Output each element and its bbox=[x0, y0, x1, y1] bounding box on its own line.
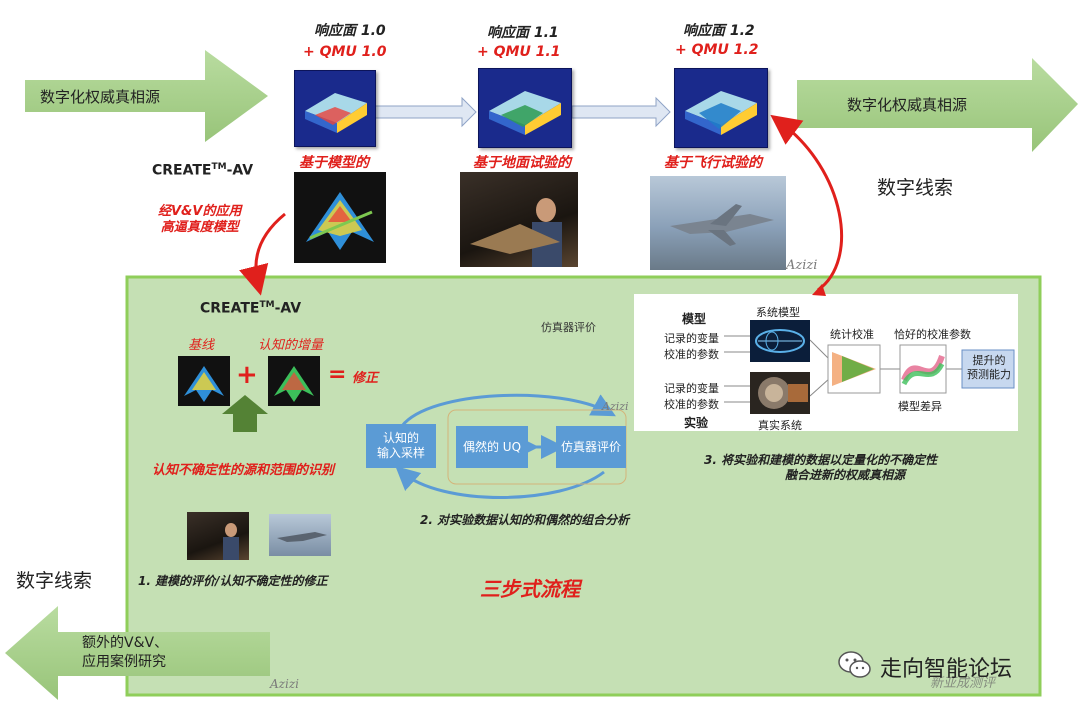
uncertainty-id-label: 认知不确定性的源和范围的识别 bbox=[152, 459, 334, 478]
stat-calibration-label: 统计校准 bbox=[830, 326, 874, 342]
simulator-eval-box: 仿真器评价 bbox=[556, 426, 626, 468]
bottom-arrow-label: 额外的V&V、 应用案例研究 bbox=[82, 634, 168, 672]
top-right-arrow-label: 数字化权威真相源 bbox=[847, 94, 967, 115]
model-discrepancy-label: 模型差异 bbox=[898, 398, 942, 414]
digital-thread-bottom: 数字线索 bbox=[16, 566, 92, 593]
improved-prediction-label: 提升的 预测能力 bbox=[964, 354, 1014, 382]
baseline-label: 基线 bbox=[188, 334, 214, 353]
system-model-label: 系统模型 bbox=[756, 304, 800, 320]
baseline-model-image bbox=[178, 356, 230, 406]
step1-label: 1. 建模的评价/认知不确定性的修正 bbox=[138, 572, 327, 589]
three-step-process-title: 三步式流程 bbox=[480, 573, 580, 602]
response-surface-plot-2 bbox=[478, 68, 572, 148]
stage3-qmu: + QMU 1.2 bbox=[675, 42, 758, 58]
stage3-basis: 基于飞行试验的 bbox=[664, 152, 762, 172]
watermark-3: Azizi bbox=[270, 677, 299, 691]
correction-label: 修正 bbox=[352, 367, 378, 386]
model-header: 模型 bbox=[682, 310, 706, 327]
stage3-title: 响应面 1.2 bbox=[683, 20, 755, 40]
calibrated-param-2: 校准的参数 bbox=[664, 396, 719, 412]
increment-label: 认知的增量 bbox=[258, 334, 323, 353]
response-surface-plot-1 bbox=[294, 70, 376, 147]
watermark-2: Azizi bbox=[602, 400, 629, 413]
create-av-top: CREATETM-AV bbox=[152, 162, 253, 179]
top-left-arrow-label: 数字化权威真相源 bbox=[40, 86, 160, 107]
ground-test-photo-small bbox=[187, 512, 249, 560]
red-arrow-down bbox=[256, 214, 285, 284]
good-params-label: 恰好的校准参数 bbox=[894, 326, 971, 342]
step3-line2: 融合进新的权威真相源 bbox=[785, 466, 905, 483]
stage1-title: 响应面 1.0 bbox=[314, 20, 386, 40]
system-model-image bbox=[750, 320, 810, 362]
plus-sign: + bbox=[236, 360, 258, 390]
hifi-model-image bbox=[294, 172, 386, 263]
response-surface-plot-3 bbox=[674, 68, 768, 148]
create-av-panel: CREATETM-AV bbox=[200, 300, 301, 317]
stage2-basis: 基于地面试验的 bbox=[473, 152, 571, 172]
experiment-header: 实验 bbox=[684, 414, 708, 431]
real-system-label: 真实系统 bbox=[758, 417, 802, 433]
epistemic-input-sampling-box: 认知的 输入采样 bbox=[366, 424, 436, 468]
flight-test-photo-small bbox=[269, 514, 331, 556]
flight-test-photo bbox=[650, 176, 786, 270]
sim-eval-caption: 仿真器评价 bbox=[541, 319, 596, 335]
equals-sign: = bbox=[328, 362, 346, 387]
calibrated-param-1: 校准的参数 bbox=[664, 346, 719, 362]
recorded-variable-1: 记录的变量 bbox=[664, 330, 719, 346]
brand-name: 走向智能论坛 bbox=[880, 651, 1012, 683]
increment-model-image bbox=[268, 356, 320, 406]
aleatory-uq-box: 偶然的 UQ bbox=[456, 426, 528, 468]
real-system-image bbox=[750, 372, 810, 414]
stage-arrow-2 bbox=[572, 98, 670, 126]
stage1-basis: 基于模型的 bbox=[299, 152, 369, 172]
ground-test-photo bbox=[460, 172, 578, 267]
digital-thread-top: 数字线索 bbox=[877, 173, 953, 200]
wechat-icon bbox=[838, 650, 872, 680]
stage-arrow-1 bbox=[372, 98, 476, 126]
validated-model-label: 经V&V的应用 高逼真度模型 bbox=[158, 204, 241, 236]
stage1-qmu: + QMU 1.0 bbox=[303, 44, 386, 60]
stage2-qmu: + QMU 1.1 bbox=[477, 44, 560, 60]
stage2-title: 响应面 1.1 bbox=[487, 22, 559, 42]
step2-label: 2. 对实验数据认知的和偶然的组合分析 bbox=[420, 511, 629, 528]
watermark-1: Azizi bbox=[786, 258, 817, 273]
recorded-variable-2: 记录的变量 bbox=[664, 380, 719, 396]
